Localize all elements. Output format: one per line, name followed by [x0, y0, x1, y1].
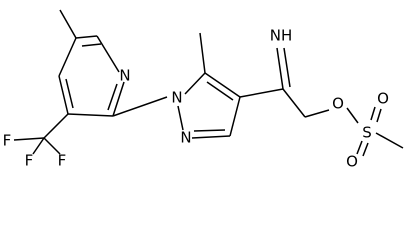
bond: [193, 129, 226, 132]
bond: [59, 9, 77, 39]
bond: [107, 83, 118, 111]
bond: [184, 72, 206, 95]
bond: [43, 113, 69, 139]
atom-label-fluorine: F: [25, 152, 34, 170]
bond: [376, 108, 382, 123]
atom-label-pyridine-n: N: [119, 67, 130, 85]
bond: [191, 135, 231, 139]
atom-label-fluorine: F: [3, 132, 12, 150]
atom-label-fluorine: F: [58, 152, 67, 170]
bond: [239, 88, 284, 98]
atom-label-imine-nh: NH: [270, 27, 293, 45]
bond: [370, 106, 376, 121]
bonds: [13, 9, 404, 157]
bond: [75, 35, 98, 39]
bond: [229, 96, 241, 137]
bond: [276, 47, 284, 90]
atom-label-sulfonyl-o-bottom: O: [346, 153, 358, 171]
chemical-structure: N N N NH O S O O F F F: [3, 9, 404, 171]
atom-label-pyrazole-n1: N: [171, 89, 182, 107]
atom-label-sulfonyl-o-top: O: [377, 90, 389, 108]
bond: [346, 107, 359, 124]
bond: [282, 88, 306, 118]
bond: [32, 137, 45, 155]
bond: [112, 81, 125, 117]
bond: [375, 132, 404, 149]
atom-label-pyrazole-n2: N: [180, 129, 191, 147]
bond: [43, 137, 61, 155]
bond: [13, 137, 45, 141]
bond: [356, 140, 363, 155]
bond: [206, 81, 234, 101]
bond: [96, 35, 120, 73]
bond: [199, 32, 206, 74]
atom-label-ester-o: O: [332, 95, 344, 113]
bond: [58, 37, 77, 77]
bond: [204, 72, 241, 98]
bond: [67, 113, 114, 117]
bond: [112, 96, 168, 117]
bond: [362, 142, 369, 157]
bond: [81, 43, 102, 47]
bond: [283, 47, 291, 88]
bond: [304, 109, 330, 118]
bond: [65, 78, 74, 109]
atom-labels: N N N NH O S O O F F F: [3, 27, 389, 171]
bond: [58, 75, 69, 115]
atom-label-sulfur: S: [362, 124, 372, 142]
bond: [177, 105, 184, 131]
